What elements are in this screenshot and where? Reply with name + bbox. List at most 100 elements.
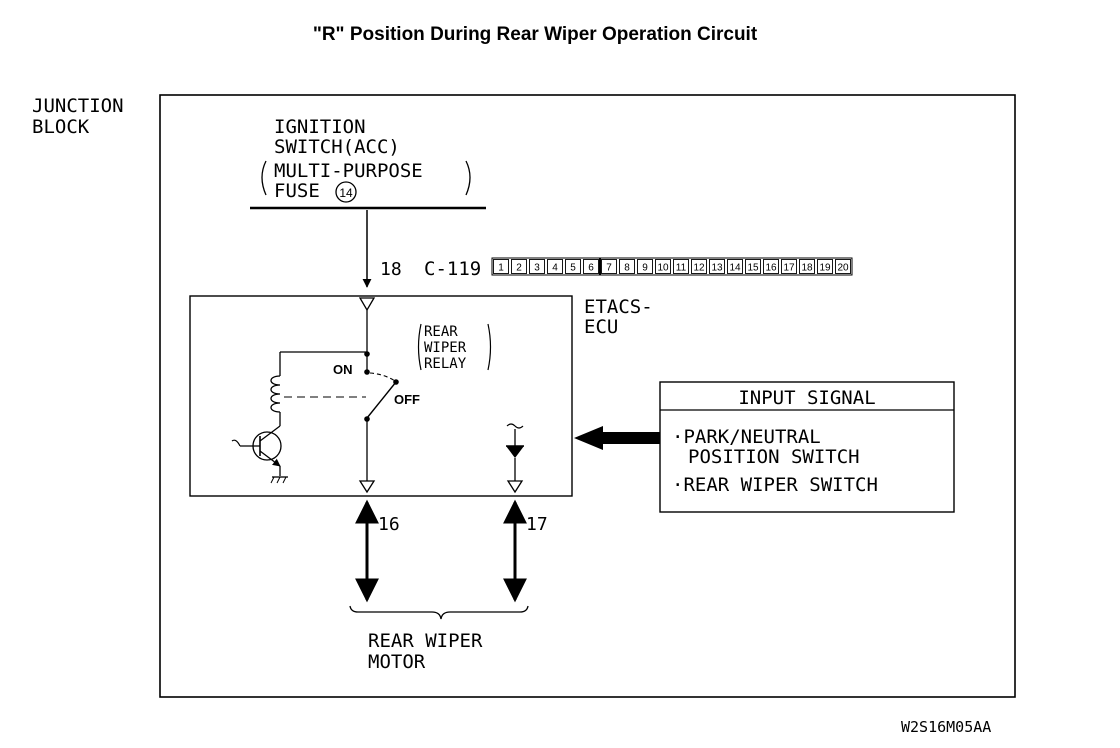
connector-pin-cell xyxy=(619,259,635,274)
transistor-base-tail xyxy=(231,439,241,447)
switch-arm xyxy=(366,381,397,419)
input-signal-item1-line2: POSITION SWITCH xyxy=(688,446,860,468)
connector-pin-cell xyxy=(637,259,653,274)
relay-label-line3: RELAY xyxy=(424,356,467,372)
connector-pin-number: 20 xyxy=(837,263,849,274)
motor-label-line2: MOTOR xyxy=(368,651,426,673)
diode-supply-indicator xyxy=(506,423,524,429)
input-signal-item2: ·REAR WIPER SWITCH xyxy=(672,474,878,496)
connector-pin-cell xyxy=(673,259,689,274)
motor-brace xyxy=(349,605,529,620)
connector-pin-cell xyxy=(763,259,779,274)
ecu-label-line1: ETACS- xyxy=(584,296,653,318)
pin-18-label: 18 xyxy=(380,259,402,280)
junction-block-label-line2: BLOCK xyxy=(32,116,90,138)
connector-pin-cell xyxy=(781,259,797,274)
connector-pin-number: 19 xyxy=(819,263,831,274)
connector-pin-cell xyxy=(691,259,707,274)
relay-off-label: OFF xyxy=(394,392,420,407)
relay-bracket-left xyxy=(417,323,422,371)
input-signal-item1-line1: ·PARK/NEUTRAL xyxy=(672,426,821,448)
diagram-title: "R" Position During Rear Wiper Operation… xyxy=(313,24,758,45)
connector-outline xyxy=(491,257,853,276)
connector-pin-number: 16 xyxy=(765,263,777,274)
input-signal-frame xyxy=(659,381,955,513)
connector-pin-cell xyxy=(493,259,509,274)
ground-hatch-1 xyxy=(270,476,275,484)
connector-pin-number: 12 xyxy=(693,263,705,274)
connector-pin-cell xyxy=(565,259,581,274)
fuse-number: 14 xyxy=(339,186,353,200)
fuse-number-circle xyxy=(335,181,357,203)
output-terminal-16 xyxy=(358,480,376,494)
switch-travel-indicator xyxy=(369,372,396,382)
connector-pin-number: 7 xyxy=(606,263,612,274)
bracket-right xyxy=(465,160,471,196)
connector-pin-number: 18 xyxy=(801,263,813,274)
diode-triangle xyxy=(506,446,524,458)
connector-pin-number: 15 xyxy=(747,263,759,274)
pin-16-label: 16 xyxy=(378,514,400,535)
connector-pin-number: 4 xyxy=(552,263,558,274)
pin-17-label: 17 xyxy=(526,514,548,535)
relay-label-line2: WIPER xyxy=(424,340,467,356)
connector-pin-number: 1 xyxy=(498,263,504,274)
connector-pin-number: 3 xyxy=(534,263,540,274)
transistor-emitter xyxy=(259,450,281,467)
input-signal-arrow xyxy=(574,426,660,450)
connector-pin-number: 14 xyxy=(729,263,741,274)
connector-pin-cell xyxy=(745,259,761,274)
bracket-left xyxy=(261,160,267,196)
ignition-label-line3: MULTI-PURPOSE xyxy=(274,160,423,182)
connector-pin-cell xyxy=(529,259,545,274)
rear-wiper-relay-label: REAR WIPER RELAY xyxy=(417,323,492,372)
connector-pin-number: 5 xyxy=(570,263,576,274)
relay-label-line1: REAR xyxy=(424,324,458,340)
connector-pin-number: 17 xyxy=(783,263,795,274)
switch-pivot-dot xyxy=(364,416,370,422)
relay-bracket-right xyxy=(487,323,492,371)
connector-pin-number: 9 xyxy=(642,263,648,274)
relay-coil-symbol xyxy=(270,375,281,413)
connector-pin-cell xyxy=(601,259,617,274)
connector-pin-number: 11 xyxy=(676,263,687,274)
output-terminal-17 xyxy=(506,480,524,494)
connector-pin-cell xyxy=(709,259,725,274)
ground-hatch-2 xyxy=(276,476,281,484)
connector-pin-cell xyxy=(583,259,599,274)
connector-pin-number: 8 xyxy=(624,263,630,274)
ignition-fuse-source: IGNITION SWITCH(ACC) MULTI-PURPOSE FUSE … xyxy=(250,116,486,210)
connector-pin-cell xyxy=(511,259,527,274)
junction-block-frame xyxy=(159,94,1016,698)
input-terminal-symbol xyxy=(358,297,376,312)
connector-pin-number: 2 xyxy=(516,263,522,274)
figure-code: W2S16M05AA xyxy=(901,718,991,736)
input-signal-header: INPUT SIGNAL xyxy=(738,387,875,409)
ecu-label-line2: ECU xyxy=(584,316,618,338)
input-signal-box: INPUT SIGNAL ·PARK/NEUTRAL POSITION SWIT… xyxy=(659,381,955,513)
junction-block-label-line1: JUNCTION xyxy=(32,95,124,117)
connector-pin-cell xyxy=(547,259,563,274)
connector-name: C-119 xyxy=(424,258,481,280)
etacs-ecu-box xyxy=(189,295,573,497)
transistor-collector xyxy=(259,425,281,442)
connector-pin-cell xyxy=(799,259,815,274)
ground-hatch-3 xyxy=(282,476,287,484)
ignition-label-line2: SWITCH(ACC) xyxy=(274,136,400,158)
ignition-label-line1: IGNITION xyxy=(274,116,366,138)
driver-transistor-symbol xyxy=(231,425,288,484)
motor-label-line1: REAR WIPER xyxy=(368,630,483,652)
diode-output-symbol xyxy=(506,423,524,494)
connector-pin-cell xyxy=(655,259,671,274)
connector-pin-cell xyxy=(835,259,851,274)
connector-pin-number: 6 xyxy=(588,263,594,274)
connector-pin-cell xyxy=(817,259,833,274)
connector-pin-number: 13 xyxy=(711,263,723,274)
connector-pin-number: 10 xyxy=(657,263,669,274)
connector-pin-cell xyxy=(727,259,743,274)
relay-on-label: ON xyxy=(333,362,353,377)
on-contact-dot xyxy=(364,369,370,375)
ignition-label-line4: FUSE xyxy=(274,180,320,202)
